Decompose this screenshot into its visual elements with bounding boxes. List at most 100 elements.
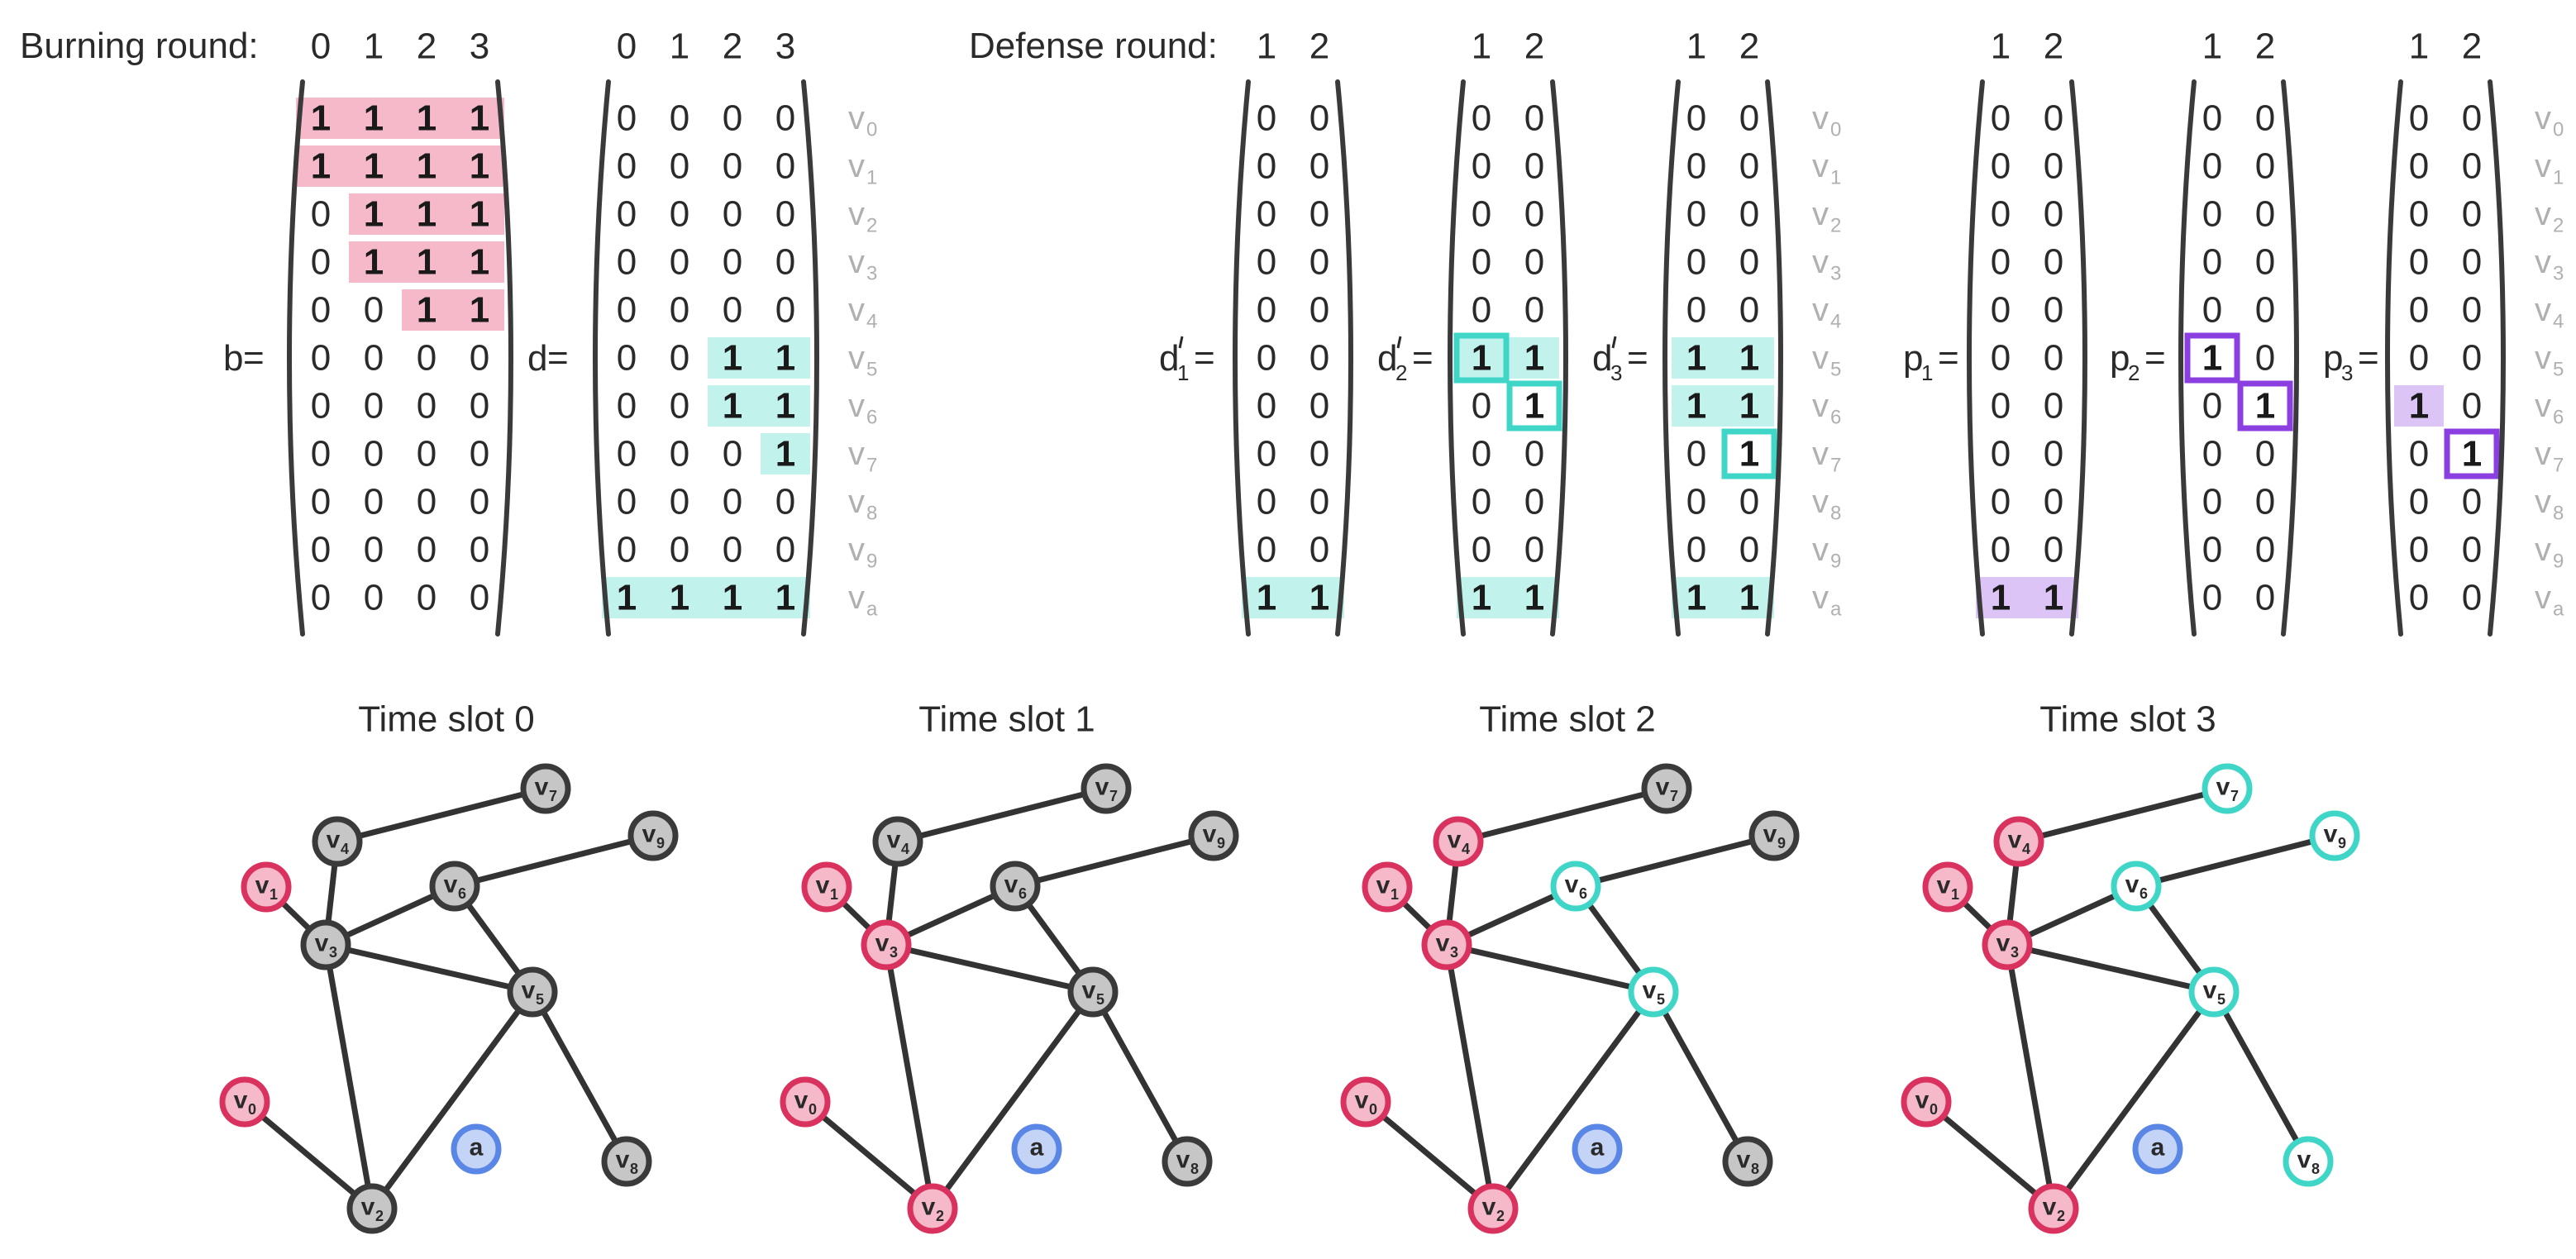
row-label-subscript: 5 [2553,359,2564,381]
node-circle [312,816,363,867]
matrix-cell: 0 [723,290,742,331]
equals-sign: = [2144,338,2166,379]
row-label: v [2535,484,2551,520]
row-label-subscript: 1 [2553,167,2564,189]
node-subscript: 5 [1657,991,1665,1008]
row-label-subscript: 0 [2553,119,2564,141]
row-label: v [848,388,865,424]
matrix-cell: 0 [1686,98,1706,139]
matrix-cell: 0 [617,338,637,379]
column-header: 2 [2044,26,2063,67]
edge-v5-v8 [529,989,630,1165]
node-label: v [1082,977,1096,1004]
node-label: v [1203,821,1217,848]
matrix-cell: 0 [1309,146,1329,187]
node-circle [1993,816,2044,867]
highlight-band [1672,577,1774,618]
matrix-cell: 1 [470,242,489,283]
matrix-cell: 0 [470,338,489,379]
matrix-cell: 0 [723,194,742,235]
matrix-cell: 0 [1257,434,1276,475]
matrix-cell: 0 [1472,146,1491,187]
matrix-cell: 0 [470,386,489,427]
edge-v5-v8 [1090,989,1190,1165]
matrix-cell: 1 [1524,386,1544,427]
matrix-cell: 1 [417,98,436,139]
matrix-cell: 0 [2409,98,2429,139]
matrix-cell: 0 [2409,338,2429,379]
panel-title: Time slot 3 [2039,699,2216,740]
node-circle [241,861,292,913]
highlight-band [349,193,504,235]
node-label: v [255,872,270,899]
matrix-cell: 0 [2202,242,2222,283]
node-label: v [1095,774,1109,801]
matrix-cell: 0 [1739,194,1759,235]
panel-title: Time slot 2 [1479,699,1656,740]
matrix-cell: 1 [2255,386,2275,427]
row-label: v [848,196,865,232]
row-label: v [2535,100,2551,136]
matrix-name: d [1159,338,1179,379]
matrix-cell: 0 [1991,290,2011,331]
left-paren [2178,79,2197,637]
cell-box [1506,380,1562,432]
defense-round-label: Defense round: [969,26,1218,66]
matrix-symbol: b [223,338,243,379]
matrix-cell: 0 [2462,146,2482,187]
node-circle [1421,919,1472,970]
right-paren [2488,79,2506,637]
matrix-symbol: d [1592,338,1612,379]
matrix-cell: 1 [1472,338,1491,379]
column-header: 0 [311,26,331,67]
edge-v4-v7 [1455,785,1670,845]
matrix-cell: 0 [1686,146,1706,187]
node-label: v [1004,871,1018,899]
row-label-subscript: 9 [866,551,877,573]
matrix-cell: 1 [1257,578,1276,618]
node-circle [1748,810,1800,861]
highlight-band [761,433,810,475]
matrix-cell: 0 [311,434,331,475]
matrix-cell: 1 [364,194,384,235]
matrix-cell: 0 [1309,530,1329,570]
matrix-cell: 0 [470,578,489,618]
node-subscript: 3 [2011,944,2019,961]
left-paren [287,79,305,637]
row-label: v [1812,292,1829,328]
row-label-subscript: 4 [2553,311,2564,333]
matrix-cell: 0 [617,146,637,187]
node-circle [2132,1123,2183,1175]
row-label: v [1812,532,1829,568]
node-circle [451,1123,502,1175]
node-subscript: 7 [1670,788,1678,804]
node-subscript: 6 [1579,885,1587,902]
row-label: v [848,148,865,184]
equals-sign: = [1194,338,1215,379]
matrix-cell: 0 [2202,98,2222,139]
node-label: v [922,1194,936,1221]
node-label: v [522,977,536,1004]
cell-box [2184,332,2240,384]
matrix-cell: 0 [1472,482,1491,522]
matrix-cell: 0 [1524,242,1544,283]
matrix-cell: 1 [723,338,742,379]
matrix-cell: 0 [311,578,331,618]
matrix-cell: 0 [417,530,436,570]
node-subscript: 4 [2022,841,2030,857]
row-label-subscript: 2 [2553,215,2564,237]
matrix-cell: 0 [2044,146,2063,187]
row-label: v [1812,148,1829,184]
matrix-cell: 1 [1524,578,1544,618]
row-label-subscript: a [1830,599,1842,621]
matrix-cell: 0 [1309,482,1329,522]
right-paren [1550,79,1568,637]
matrix-cell: 0 [1739,290,1759,331]
matrix-symbol: d [527,338,547,379]
node-circle [1922,861,1973,913]
node-subscript: 1 [1391,886,1399,903]
